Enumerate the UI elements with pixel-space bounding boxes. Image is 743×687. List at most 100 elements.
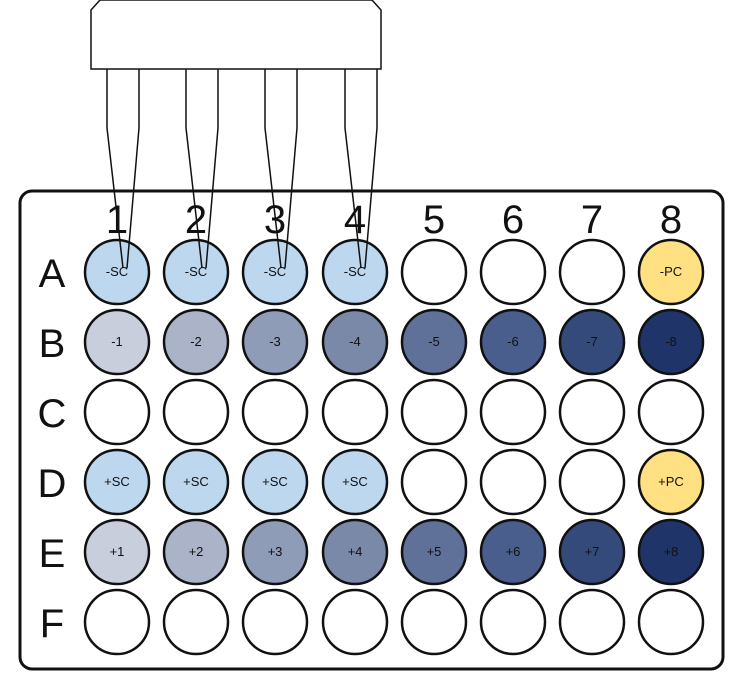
well-C7[interactable] <box>558 378 626 446</box>
well-D5[interactable] <box>400 448 468 516</box>
well-circle <box>479 518 547 586</box>
well-circle <box>637 518 705 586</box>
well-circle <box>321 588 389 656</box>
well-E5[interactable]: +5 <box>400 518 468 586</box>
well-B4[interactable]: -4 <box>321 308 389 376</box>
well-B2[interactable]: -2 <box>162 308 230 376</box>
well-C2[interactable] <box>162 378 230 446</box>
well-B8[interactable]: -8 <box>637 308 705 376</box>
row-label-B: B <box>39 322 66 366</box>
well-circle <box>321 308 389 376</box>
well-D2[interactable]: +SC <box>162 448 230 516</box>
well-label: +3 <box>268 544 283 559</box>
well-C8[interactable] <box>637 378 705 446</box>
well-D4[interactable]: +SC <box>321 448 389 516</box>
well-D7[interactable] <box>558 448 626 516</box>
column-label-8: 8 <box>660 198 682 242</box>
well-F7[interactable] <box>558 588 626 656</box>
pipette-tip-3 <box>264 69 298 269</box>
well-circle <box>400 448 468 516</box>
well-A3[interactable]: -SC <box>241 238 309 306</box>
well-D1[interactable]: +SC <box>83 448 151 516</box>
well-circle <box>83 238 151 306</box>
well-F8[interactable] <box>637 588 705 656</box>
well-circle <box>83 588 151 656</box>
well-circle <box>83 448 151 516</box>
well-E7[interactable]: +7 <box>558 518 626 586</box>
well-C1[interactable] <box>83 378 151 446</box>
well-circle <box>400 308 468 376</box>
well-circle <box>558 588 626 656</box>
well-circle <box>162 238 230 306</box>
well-A7[interactable] <box>558 238 626 306</box>
well-B7[interactable]: -7 <box>558 308 626 376</box>
well-circle <box>241 308 309 376</box>
well-E4[interactable]: +4 <box>321 518 389 586</box>
well-circle <box>637 588 705 656</box>
well-B6[interactable]: -6 <box>479 308 547 376</box>
well-E3[interactable]: +3 <box>241 518 309 586</box>
well-D3[interactable]: +SC <box>241 448 309 516</box>
well-A2[interactable]: -SC <box>162 238 230 306</box>
well-F3[interactable] <box>241 588 309 656</box>
well-circle <box>637 238 705 306</box>
column-label-5: 5 <box>423 198 445 242</box>
row-label-C: C <box>38 392 67 436</box>
well-B5[interactable]: -5 <box>400 308 468 376</box>
well-label: +SC <box>342 474 368 489</box>
well-F4[interactable] <box>321 588 389 656</box>
well-circle <box>162 308 230 376</box>
well-B1[interactable]: -1 <box>83 308 151 376</box>
well-circle <box>83 308 151 376</box>
well-circle <box>637 378 705 446</box>
well-label: +SC <box>262 474 288 489</box>
well-C4[interactable] <box>321 378 389 446</box>
well-label: -6 <box>507 334 519 349</box>
well-label: -7 <box>586 334 598 349</box>
well-E1[interactable]: +1 <box>83 518 151 586</box>
well-E8[interactable]: +8 <box>637 518 705 586</box>
well-A6[interactable] <box>479 238 547 306</box>
well-circle <box>479 238 547 306</box>
well-A1[interactable]: -SC <box>83 238 151 306</box>
well-F6[interactable] <box>479 588 547 656</box>
well-A4[interactable]: -SC <box>321 238 389 306</box>
well-label: +7 <box>585 544 600 559</box>
well-D8[interactable]: +PC <box>637 448 705 516</box>
well-label: +6 <box>506 544 521 559</box>
well-circle <box>558 238 626 306</box>
well-circle <box>400 588 468 656</box>
row-label-E: E <box>39 532 66 576</box>
well-A8[interactable]: -PC <box>637 238 705 306</box>
well-label: +1 <box>110 544 125 559</box>
well-label: -1 <box>111 334 123 349</box>
well-F1[interactable] <box>83 588 151 656</box>
well-D6[interactable] <box>479 448 547 516</box>
well-circle <box>162 518 230 586</box>
well-label: -4 <box>349 334 361 349</box>
well-C6[interactable] <box>479 378 547 446</box>
row-label-A: A <box>39 252 66 296</box>
well-label: +4 <box>348 544 363 559</box>
well-circle <box>479 308 547 376</box>
well-circle <box>321 238 389 306</box>
well-circle <box>162 448 230 516</box>
multichannel-pipette-icon <box>90 0 382 269</box>
well-circle <box>83 518 151 586</box>
well-E2[interactable]: +2 <box>162 518 230 586</box>
well-label: -3 <box>269 334 281 349</box>
well-label: +8 <box>664 544 679 559</box>
column-label-6: 6 <box>502 198 524 242</box>
well-circle <box>558 378 626 446</box>
well-label: +SC <box>183 474 209 489</box>
well-F2[interactable] <box>162 588 230 656</box>
well-B3[interactable]: -3 <box>241 308 309 376</box>
well-A5[interactable] <box>400 238 468 306</box>
well-circle <box>241 378 309 446</box>
well-C3[interactable] <box>241 378 309 446</box>
well-circle <box>321 378 389 446</box>
well-F5[interactable] <box>400 588 468 656</box>
well-C5[interactable] <box>400 378 468 446</box>
well-E6[interactable]: +6 <box>479 518 547 586</box>
